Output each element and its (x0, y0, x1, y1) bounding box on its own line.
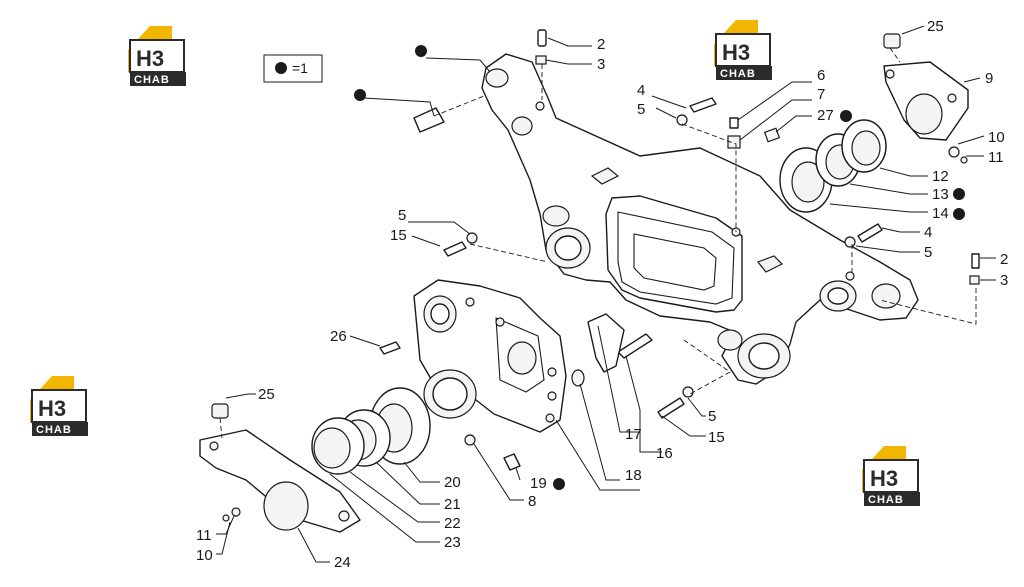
callout-label: 26 (330, 328, 347, 345)
callout-label: 24 (334, 554, 351, 571)
callout-label: 16 (656, 445, 673, 462)
logo-text: CHAB (720, 68, 756, 80)
callout-label: 7 (817, 86, 825, 103)
bullet-icon (415, 45, 427, 57)
bracket-bottom-left (199, 403, 361, 533)
legend-box (263, 54, 323, 83)
callout-label: 5 (637, 101, 645, 118)
differential-carrier (413, 279, 567, 433)
leader-lines (216, 25, 996, 563)
bullet-icon (553, 478, 565, 490)
callout-label: 4 (637, 82, 645, 99)
callout-label: 25 (927, 18, 944, 35)
legend-text: =1 (292, 60, 308, 76)
logo-mark: H3 (870, 466, 898, 491)
bullet-icon (275, 62, 287, 74)
callout-label: 18 (625, 467, 642, 484)
logo-mark: H3 (38, 396, 66, 421)
callout-label: 15 (708, 429, 725, 446)
callout-label: 9 (985, 70, 993, 87)
legend: =1 (263, 54, 323, 83)
bullet-icon (840, 110, 852, 122)
seal-rings-left (311, 387, 431, 475)
callout-label: 21 (444, 496, 461, 513)
axle-housing (481, 53, 919, 385)
callout-label: 3 (597, 56, 605, 73)
callout-label: 2 (1000, 251, 1008, 268)
brand-logo: H3 CHAB (30, 376, 88, 436)
logo-mark: H3 (136, 46, 164, 71)
callout-label: 22 (444, 515, 461, 532)
callout-label: 6 (817, 67, 825, 84)
callout-label: 25 (258, 386, 275, 403)
logo-text: CHAB (868, 494, 904, 506)
logo-mark: H3 (722, 40, 750, 65)
brand-logo: H3 CHAB (714, 20, 772, 80)
assembly-lines (219, 47, 977, 439)
bullet-icon (354, 89, 366, 101)
callout-label: 11 (988, 149, 1004, 166)
seal-rings-right (779, 119, 887, 213)
brand-logo: H3 CHAB (862, 446, 920, 506)
callout-label: 5 (924, 244, 932, 261)
callout-label: 8 (528, 493, 536, 510)
callout-label: 15 (390, 227, 407, 244)
callout-label: 27 (817, 107, 834, 124)
callout-labels: 2 3 4 5 6 7 27 25 9 10 11 12 13 14 4 5 2… (196, 18, 1008, 571)
callout-label: 19 (530, 475, 547, 492)
legend-markers (354, 45, 965, 490)
callout-label: 5 (398, 207, 406, 224)
callout-label: 10 (988, 129, 1005, 146)
bracket-top-right (883, 33, 969, 164)
callout-label: 17 (625, 426, 642, 443)
callout-label: 5 (708, 408, 716, 425)
callout-label: 10 (196, 547, 213, 564)
callout-label: 14 (932, 205, 949, 222)
bullet-icon (953, 188, 965, 200)
bullet-icon (953, 208, 965, 220)
bolts (379, 29, 980, 471)
logo-text: CHAB (36, 424, 72, 436)
callout-label: 12 (932, 168, 949, 185)
callout-label: 11 (196, 527, 212, 544)
brand-logo: H3 CHAB (128, 26, 186, 86)
logo-text: CHAB (134, 74, 170, 86)
callout-label: 23 (444, 534, 461, 551)
callout-label: 3 (1000, 272, 1008, 289)
callout-label: 13 (932, 186, 949, 203)
callout-label: 20 (444, 474, 461, 491)
callout-label: 2 (597, 36, 605, 53)
callout-label: 4 (924, 224, 932, 241)
